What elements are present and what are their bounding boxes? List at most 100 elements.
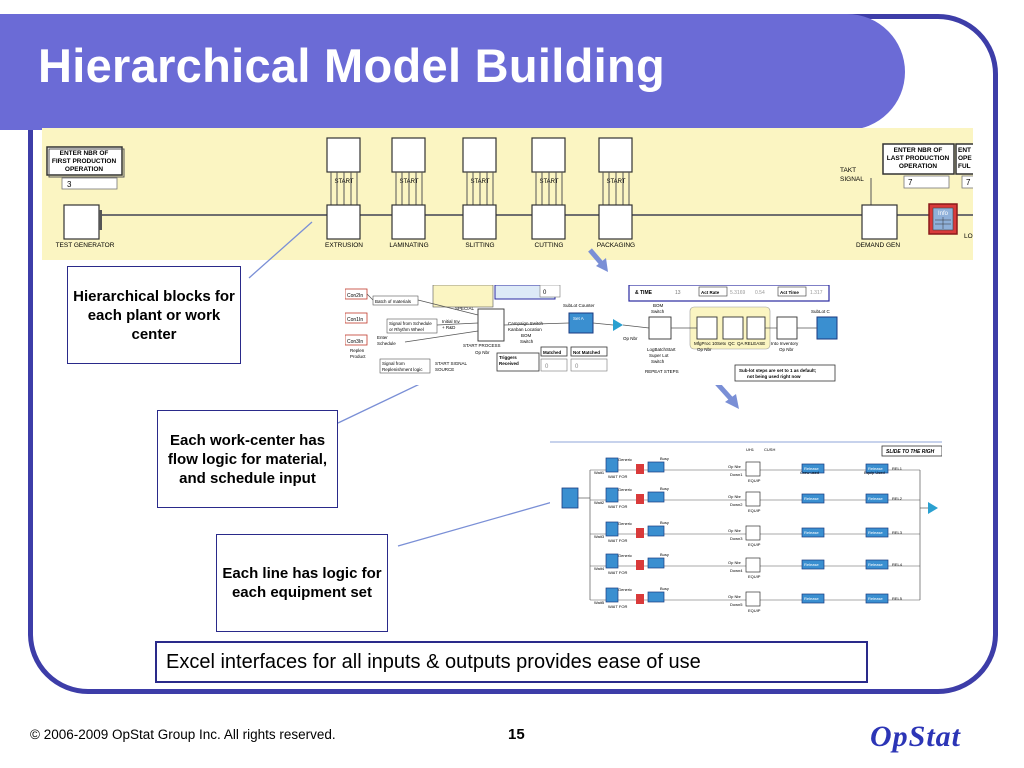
slitting-block[interactable]: START SLITTING — [462, 137, 497, 249]
start-signal-label-2: SOURCE — [435, 367, 454, 372]
act-time-label: Act Time — [780, 290, 799, 295]
info-label: Info — [938, 211, 949, 217]
full-op-label-3: FUL — [958, 163, 971, 170]
equip-label: EQUIP — [748, 608, 761, 613]
equip-block — [745, 525, 761, 541]
triggers-label-1: Triggers — [499, 355, 517, 360]
laminating-block[interactable]: START LAMINATING — [389, 137, 429, 249]
wait-for-label: WAIT FOR — [608, 504, 627, 509]
page-number: 15 — [508, 726, 525, 743]
release-block — [865, 463, 889, 474]
generic-label: Generic — [618, 521, 632, 526]
copyright-text: © 2006-2009 OpStat Group Inc. All rights… — [30, 727, 336, 742]
cush-label: CUSH — [764, 447, 775, 452]
special-label: SPECIAL — [455, 306, 475, 311]
kanban-label: Kanban Location — [508, 327, 542, 332]
bom-label: BOM — [521, 333, 532, 338]
opstat-logo: OpStat — [870, 720, 962, 753]
wait-label: Wait5 — [594, 600, 605, 605]
busy-block — [647, 491, 665, 503]
release-block — [801, 593, 825, 604]
packaging-block[interactable]: START PACKAGING — [597, 137, 635, 249]
summary-box: Excel interfaces for all inputs & output… — [155, 641, 868, 683]
wait-label: Wait4 — [594, 566, 605, 571]
start-signal-label-1: START SIGNAL — [435, 361, 468, 366]
op-nbr-label: Op Nbr — [728, 560, 742, 565]
input-block — [561, 487, 579, 509]
sublot-counter-label: SubLot Counter — [563, 303, 595, 308]
schedule-signal-label-2: or Rhythm Wheel — [389, 327, 424, 332]
status-indicator — [636, 528, 644, 538]
replenishment-label-2: Replenishment logic — [382, 367, 423, 372]
generic-block — [605, 553, 619, 569]
act-rate-value: 5.3169 — [730, 290, 746, 296]
release-label: Release — [804, 530, 819, 535]
status-indicator — [636, 494, 644, 504]
release-label: Release — [868, 530, 883, 535]
laminating-label: LAMINATING — [389, 242, 428, 249]
bom-switch-label-1: BOM — [653, 303, 664, 308]
takt-label-2: SIGNAL — [840, 176, 864, 183]
matched-label: Matched — [543, 350, 562, 355]
busy-label: Busy — [660, 456, 669, 461]
con3in-label: Con3In — [347, 339, 363, 345]
cutting-label: CUTTING — [535, 242, 564, 249]
release-block — [801, 493, 825, 504]
equip-label: EQUIP — [748, 574, 761, 579]
down-label: Down3 — [730, 536, 743, 541]
full-op-label-2: OPE — [958, 155, 972, 162]
op-nbr-label: Op Nbr — [728, 494, 742, 499]
triggers-label-2: Received — [499, 361, 519, 366]
repeat-steps-label: REPEAT STEPS — [645, 369, 679, 374]
extrusion-block[interactable]: START EXTRUSION — [325, 137, 363, 249]
demand-gen-block[interactable]: DEMAND GEN — [856, 204, 900, 249]
first-op-label-3: OPERATION — [65, 166, 103, 173]
schedule-label: Schedule — [377, 341, 396, 346]
busy-block — [647, 525, 665, 537]
schedule-signal-label-1: Signal from Schedule — [389, 321, 432, 326]
down-label: Down4 — [730, 568, 743, 573]
generic-block — [605, 521, 619, 537]
generic-block — [605, 457, 619, 473]
slide-right-label: SLIDE TO THE RIGH — [886, 449, 935, 455]
full-op-label-1: ENT — [958, 147, 971, 154]
release-label: Release — [868, 466, 883, 471]
top-model-diagram: ENTER NBR OF FIRST PRODUCTION OPERATION … — [46, 137, 973, 249]
sublot-label: SubLot C — [811, 309, 831, 314]
initial-inv-label-2: + R&D — [442, 325, 456, 330]
first-op-input[interactable]: ENTER NBR OF FIRST PRODUCTION OPERATION … — [46, 146, 125, 190]
op-nbr-label: Op Nbr — [728, 528, 742, 533]
connector-line — [397, 500, 557, 547]
release-block — [801, 527, 825, 538]
full-op-input[interactable]: ENT OPE FUL 7 — [955, 143, 973, 189]
busy-label: Busy — [660, 586, 669, 591]
test-generator-label: TEST GENERATOR — [56, 242, 115, 249]
work-center-diagram: Con2In Con1In Con3In Batch of materials … — [345, 285, 838, 382]
callout-work-center-logic: Each work-center has flow logic for mate… — [157, 410, 338, 508]
cutting-block[interactable]: START CUTTING — [531, 137, 566, 249]
info-button[interactable]: Info — [928, 203, 958, 235]
last-op-input[interactable]: ENTER NBR OF LAST PRODUCTION OPERATION 7 — [882, 143, 955, 189]
release-label: Release — [804, 562, 819, 567]
release-block — [801, 559, 825, 570]
busy-block — [647, 461, 665, 473]
wait-for-label: WAIT FOR — [608, 604, 627, 609]
equip-label: EQUIP — [748, 542, 761, 547]
act-time-value: 1.317 — [810, 290, 823, 296]
test-generator-block[interactable]: TEST GENERATOR — [56, 204, 115, 249]
slitting-label: SLITTING — [465, 242, 494, 249]
status-indicator — [636, 464, 644, 474]
wait-for-label: WAIT FOR — [608, 474, 627, 479]
release-block — [865, 493, 889, 504]
op-nbr-label: Op Nbr — [779, 347, 794, 352]
campaign-switch-label: Campaign Switch — [508, 321, 544, 326]
equip-block — [745, 591, 761, 607]
release-block — [801, 463, 825, 474]
value-13: 13 — [675, 290, 681, 296]
wait-for-label: WAIT FOR — [608, 538, 627, 543]
generic-label: Generic — [618, 457, 632, 462]
equip-label: EQUIP — [748, 478, 761, 483]
